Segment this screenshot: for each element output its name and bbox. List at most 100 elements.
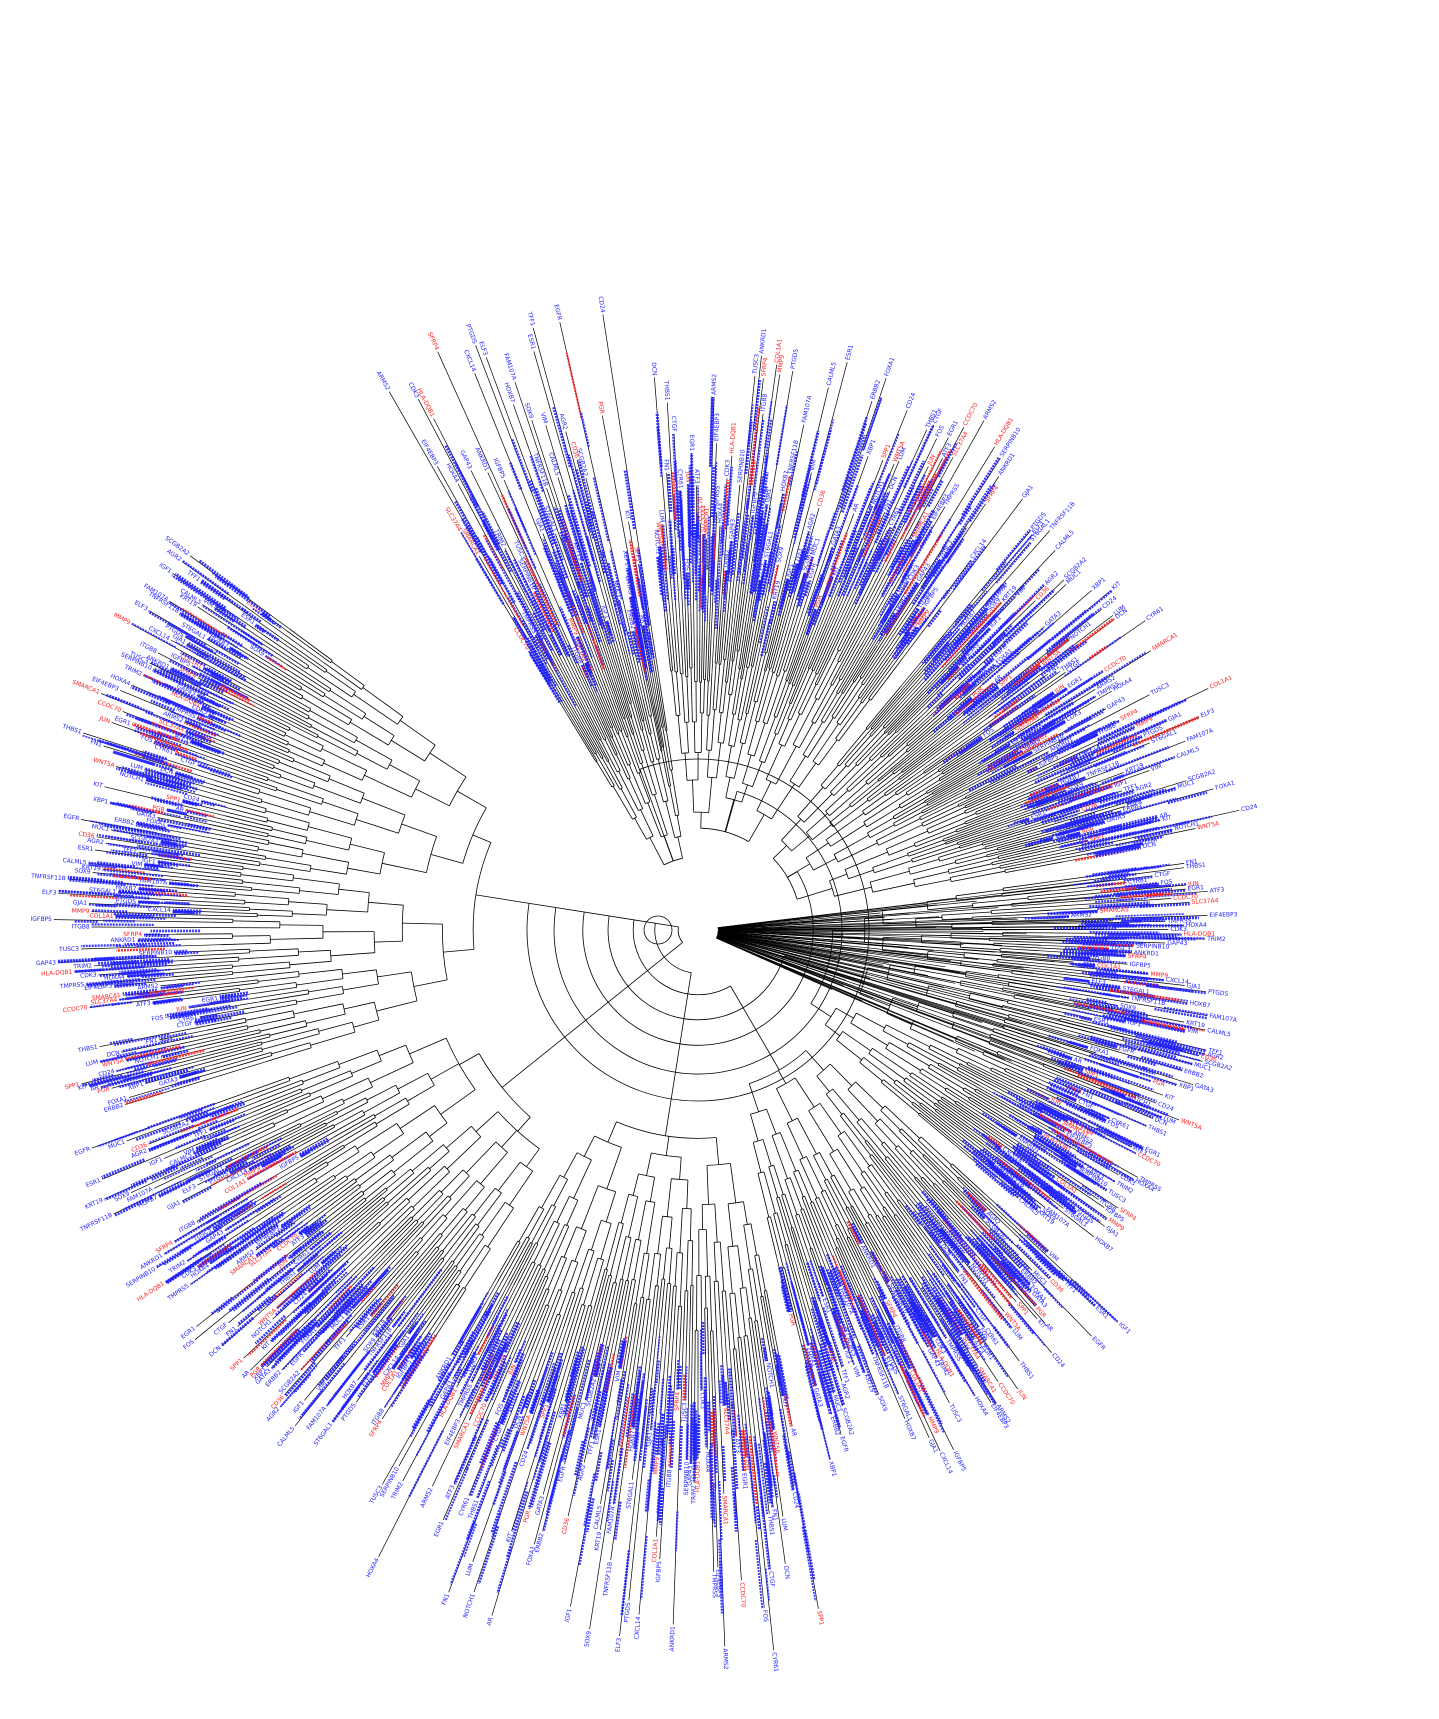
- branch: [825, 790, 849, 812]
- branch: [950, 937, 990, 940]
- label-streak: [993, 698, 1021, 719]
- label-streak: [1081, 818, 1161, 840]
- branch: [614, 1280, 627, 1337]
- clade-stem: [665, 972, 692, 1136]
- label-streak: [1066, 937, 1108, 942]
- leaf-label: MUC1: [577, 1401, 588, 1420]
- branch-arc: [594, 1135, 622, 1148]
- label-streak: [900, 630, 911, 643]
- branch: [936, 1108, 984, 1145]
- leaf-label: FOXA1: [1215, 780, 1236, 792]
- branch: [958, 1067, 996, 1087]
- branch: [846, 1237, 867, 1277]
- branch: [586, 727, 604, 758]
- label-streak: [1095, 846, 1142, 858]
- label-streak: [841, 547, 865, 596]
- branch-arc: [627, 763, 631, 766]
- label-streak: [1078, 1034, 1118, 1048]
- label-streak: [657, 545, 668, 612]
- branch: [705, 1229, 708, 1277]
- label-streak: [837, 537, 864, 596]
- branch: [912, 1150, 944, 1182]
- branch: [952, 1163, 985, 1194]
- branch: [362, 797, 406, 816]
- branch: [809, 1248, 827, 1296]
- leaf-label: GAP43: [1167, 940, 1187, 948]
- branch-arc: [875, 840, 879, 846]
- branch: [823, 1180, 849, 1230]
- leaf-label: GJA1: [764, 488, 773, 503]
- label-streak: [692, 513, 695, 556]
- label-streak: [857, 526, 893, 595]
- branch: [600, 739, 618, 773]
- label-streak: [916, 539, 963, 607]
- branch: [881, 724, 917, 758]
- branch: [414, 1251, 445, 1289]
- label-streak: [1105, 745, 1170, 773]
- label-streak: [893, 485, 916, 528]
- label-streak: [710, 1411, 715, 1447]
- branch-arc: [937, 1062, 940, 1066]
- label-streak: [990, 634, 1007, 651]
- branch: [574, 1230, 587, 1262]
- leaf-label: SLC37A4: [700, 505, 707, 532]
- branch: [791, 637, 811, 686]
- branch: [915, 830, 957, 847]
- branch: [256, 663, 301, 691]
- label-streak: [702, 563, 707, 613]
- branch: [429, 1122, 448, 1137]
- label-streak: [892, 460, 914, 504]
- label-streak: [1044, 782, 1059, 790]
- branch-arc: [401, 905, 404, 942]
- label-streak: [893, 640, 909, 660]
- root-node: [643, 915, 673, 945]
- label-streak: [957, 643, 997, 681]
- branch: [752, 1268, 762, 1325]
- leaf-label: GAP43: [728, 518, 737, 539]
- label-streak: [879, 612, 896, 636]
- branch: [620, 1194, 630, 1224]
- branch: [281, 656, 332, 690]
- label-streak: [750, 460, 756, 486]
- branch: [932, 766, 981, 795]
- branch: [974, 1090, 1017, 1116]
- label-streak: [968, 482, 997, 523]
- branch: [654, 705, 663, 748]
- branch: [716, 609, 722, 664]
- branch-arc: [896, 1199, 900, 1202]
- branch-arc: [829, 822, 834, 828]
- branch: [229, 739, 280, 761]
- branch: [642, 686, 650, 717]
- branch: [713, 1242, 717, 1282]
- branch-arc: [835, 1247, 838, 1249]
- branch: [293, 1003, 343, 1015]
- branch: [816, 1075, 830, 1092]
- label-streak: [873, 530, 889, 560]
- label-streak: [690, 453, 694, 508]
- branch: [789, 639, 808, 684]
- label-streak: [1098, 798, 1125, 809]
- label-streak: [798, 581, 809, 607]
- leaf-label: CCDC70: [738, 1582, 747, 1607]
- branch: [663, 1247, 667, 1280]
- branch: [747, 667, 760, 714]
- branch: [299, 890, 339, 895]
- branch-arc: [361, 685, 365, 690]
- branch: [775, 746, 797, 785]
- branch: [874, 1123, 897, 1148]
- branch: [927, 783, 969, 806]
- branch: [411, 1190, 440, 1219]
- branch: [921, 786, 968, 812]
- branch: [442, 1213, 473, 1252]
- branch: [867, 1215, 890, 1252]
- root-fan-branch: [717, 917, 1002, 930]
- branch: [567, 715, 597, 762]
- label-streak: [577, 459, 595, 519]
- branch: [847, 1206, 869, 1245]
- branch: [921, 1068, 970, 1099]
- label-streak: [671, 546, 677, 575]
- branch: [635, 1253, 645, 1304]
- branch: [778, 1070, 787, 1084]
- label-streak: [1038, 621, 1056, 637]
- branch: [942, 821, 991, 840]
